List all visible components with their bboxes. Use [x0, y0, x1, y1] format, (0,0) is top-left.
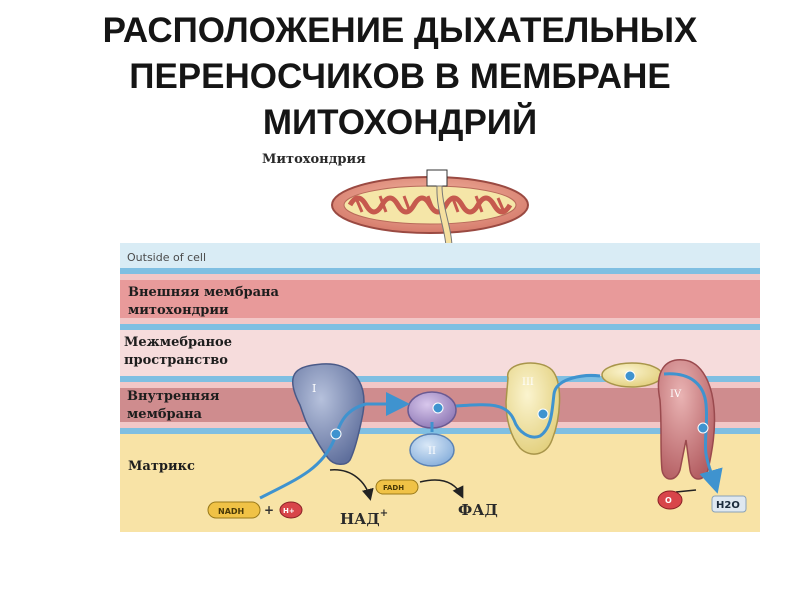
- product-arrows: [329, 469, 697, 501]
- intermembrane-label-2: пространство: [124, 353, 228, 368]
- mitochondrion-label: Митохондрия: [262, 152, 366, 167]
- title-line-2: ПЕРЕНОСЧИКОВ В МЕМБРАНЕ: [129, 57, 671, 96]
- fadh2-molecule: FADH: [375, 479, 419, 495]
- nad-label: НАД+: [340, 508, 388, 528]
- page-title: РАСПОЛОЖЕНИЕ ДЫХАТЕЛЬНЫХ ПЕРЕНОСЧИКОВ В …: [0, 8, 800, 146]
- h-plus-label: H+: [283, 507, 295, 515]
- h2o-label: H2O: [716, 500, 740, 511]
- proton-molecule: H+: [279, 501, 303, 519]
- complex-i-label: I: [312, 382, 316, 395]
- title-line-1: РАСПОЛОЖЕНИЕ ДЫХАТЕЛЬНЫХ: [102, 11, 698, 50]
- complex-iv-label: IV: [670, 389, 682, 400]
- plus-sign: +: [264, 503, 274, 517]
- nadh-label: NADH: [218, 507, 244, 516]
- inner-membrane-label-2: мембрана: [127, 407, 203, 422]
- oxygen-molecule: O: [657, 490, 683, 510]
- matrix-label: Матрикс: [128, 459, 195, 474]
- outside-cell-label: Outside of cell: [127, 251, 206, 264]
- outer-membrane-label-2: митохондрии: [128, 303, 229, 318]
- electron-flow-path: [259, 372, 723, 500]
- mitochondrion-illustration: [331, 169, 529, 270]
- inner-membrane-label-1: Внутренняя: [127, 389, 220, 404]
- o2-label: O: [665, 496, 672, 505]
- outer-membrane-label-1: Внешняя мембрана: [128, 285, 280, 300]
- fadh2-label: FADH: [383, 484, 404, 492]
- complex-iii-label: III: [522, 377, 534, 388]
- nadh-molecule: NADH: [207, 501, 261, 519]
- complex-ii: II: [407, 391, 457, 467]
- water-molecule: H2O: [711, 495, 747, 513]
- title-line-3: МИТОХОНДРИЙ: [262, 103, 538, 142]
- complex-i: I: [292, 363, 365, 465]
- complex-ii-label: II: [428, 446, 436, 457]
- fad-label: ФАД: [458, 501, 498, 519]
- intermembrane-label-1: Межмебраное: [124, 335, 232, 350]
- electron-markers: [330, 370, 709, 440]
